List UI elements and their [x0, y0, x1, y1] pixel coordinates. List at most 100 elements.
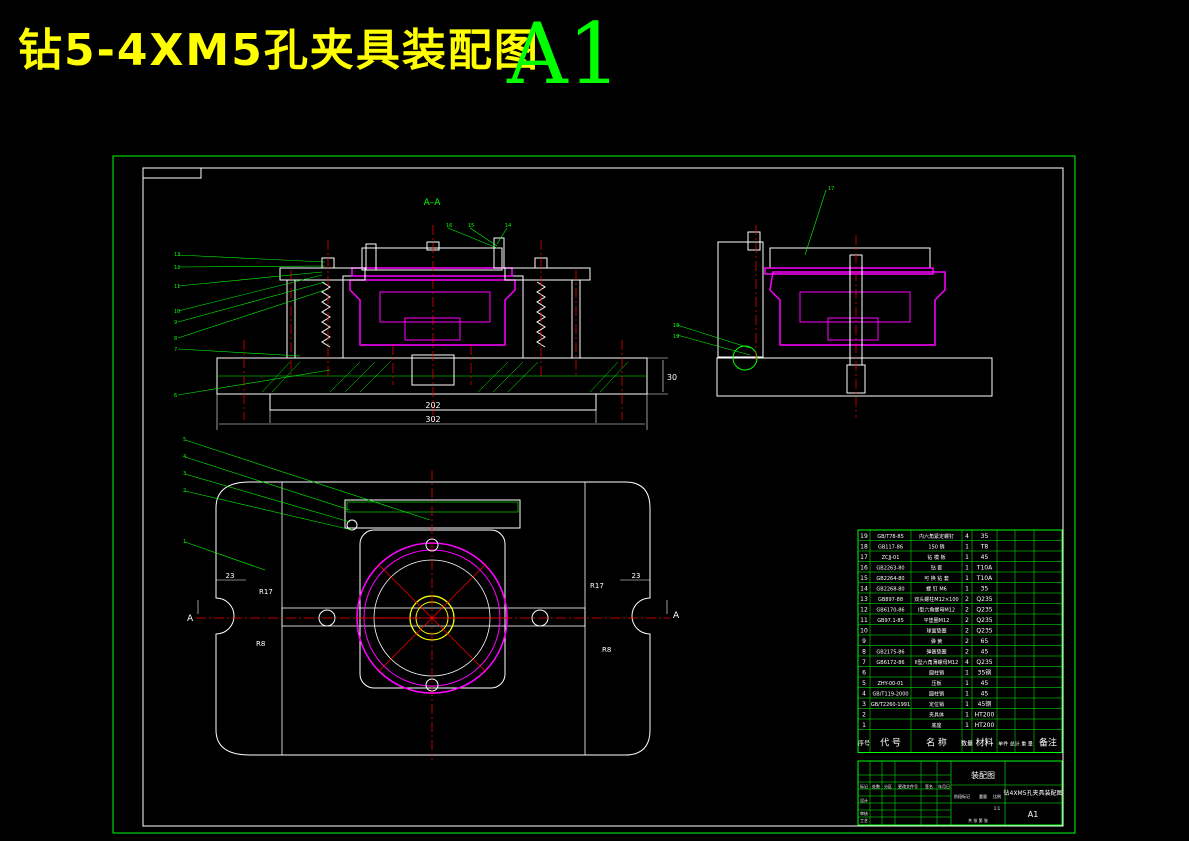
section-mark-left: A	[187, 614, 194, 624]
bom-cell-qty: 4	[965, 659, 969, 666]
bom-cell-qty: 1	[965, 722, 969, 729]
bom-cell-code: GB2264-80	[876, 576, 904, 582]
bom-cell-name: 螺 钉 M6	[926, 585, 947, 592]
bom-cell-qty: 1	[965, 711, 969, 718]
callout-1: 1	[183, 539, 186, 545]
title-row-label-4: 签名	[925, 783, 933, 789]
bom-cell-no: 13	[860, 596, 868, 603]
outer-frame	[112, 155, 1076, 834]
bom-cell-qty: 1	[965, 564, 969, 571]
stage-label-0: 阶段标记	[954, 793, 970, 799]
bom-cell-mat: T10A	[976, 564, 993, 571]
callout-3: 3	[183, 471, 186, 477]
bom-cell-no: 7	[862, 659, 866, 666]
bom-header-qty: 数量	[961, 740, 973, 748]
bom-cell-no: 18	[860, 543, 868, 550]
bom-cell-mat: 45	[981, 648, 989, 655]
title-row-label-5: 年月日	[938, 783, 950, 789]
plan-view: A A 23 23 R17 R17 R8 R8 5 4 3 2 1	[183, 437, 680, 760]
bom-cell-code: GB897-88	[878, 597, 903, 603]
bom-cell-mat: 45钢	[978, 700, 992, 708]
section-mark-right: A	[673, 611, 680, 621]
dim-23-left: 23	[226, 572, 235, 580]
bom-cell-qty: 1	[965, 575, 969, 582]
bom-cell-no: 1	[862, 722, 866, 729]
title-sheet-size: A1	[1028, 810, 1039, 819]
bom-cell-mat: Q235	[976, 606, 992, 613]
bom-cell-qty: 2	[965, 606, 969, 613]
bom-cell-code: ZHY-00-01	[878, 681, 904, 687]
bom-cell-mat: Q235	[976, 617, 992, 624]
bom-cell-code: GB/T2260-1991	[871, 702, 910, 708]
bom-cell-mat: 45	[981, 690, 989, 697]
dim-r17-left: R17	[259, 588, 273, 596]
bom-cell-no: 17	[860, 554, 868, 561]
title-row-label-0: 标记	[860, 783, 868, 789]
callout-5: 5	[183, 437, 186, 443]
dim-r17-right: R17	[590, 582, 604, 590]
callout-17: 17	[828, 186, 834, 192]
bom-cell-name: II型六角薄螺母M12	[915, 659, 959, 666]
bom-cell-no: 12	[860, 606, 868, 613]
bom-cell-name: 钻 套	[931, 564, 943, 571]
callout-2: 2	[183, 488, 186, 494]
section-label: A–A	[424, 198, 442, 208]
dim-23-right: 23	[632, 572, 641, 580]
bom-cell-no: 8	[862, 648, 866, 655]
bom-cell-code: GB6172-86	[876, 660, 904, 666]
callout-18: 18	[673, 323, 679, 329]
bom-cell-code: GB/T119-2000	[872, 691, 908, 697]
bom-cell-name: 球面垫圈	[926, 627, 946, 634]
callout-4: 4	[183, 454, 186, 460]
side-view: 17 18 19	[673, 186, 993, 418]
title-row-label-2: 分区	[884, 783, 892, 789]
title-role-0: 设计	[860, 797, 868, 803]
bom-cell-qty: 2	[965, 638, 969, 645]
stage-label-2: 比例	[993, 793, 1001, 799]
bom-header-note: 备注	[1039, 737, 1057, 749]
bom-cell-name: 底座	[931, 722, 941, 729]
bom-cell-no: 6	[862, 669, 866, 676]
bom-cell-code: GB6170-86	[876, 607, 904, 613]
bom-cell-name: I型六角螺母M12	[918, 606, 955, 613]
bom-cell-qty: 1	[965, 585, 969, 592]
bom-header-mat: 材料	[975, 737, 993, 749]
bom-cell-no: 10	[860, 627, 868, 634]
inner-frame	[142, 167, 1064, 827]
callout-8: 8	[174, 336, 177, 342]
bom-cell-code: GB2263-80	[876, 565, 904, 571]
bom-cell-code: ZCJJ-01	[882, 555, 900, 561]
callout-16: 16	[446, 223, 452, 229]
bom-cell-no: 19	[860, 533, 868, 540]
callout-6: 6	[174, 393, 177, 399]
front-view: 202 302 30 13 12 11 10 9 8 7 6 16 15 14	[174, 223, 677, 430]
bom-cell-qty: 1	[965, 690, 969, 697]
title-row-label-1: 处数	[872, 783, 880, 789]
dim-r8-right: R8	[602, 646, 611, 654]
bom-cell-name: 定位销	[929, 701, 944, 708]
bom-cell-code: GB/T78-85	[877, 534, 904, 540]
bom-cell-no: 14	[860, 585, 868, 592]
title-block: 标记 处数 分区 更改文件号 签名 年月日 设计 审核 工艺 装配图 钻4XM5…	[857, 760, 1063, 826]
bom-cell-no: 4	[862, 690, 866, 697]
bom-cell-name: 弹 簧	[931, 638, 943, 645]
bom-cell-qty: 2	[965, 627, 969, 634]
code-box	[142, 167, 202, 179]
bom-cell-no: 3	[862, 701, 866, 708]
dim-30: 30	[667, 373, 677, 382]
bom-cell-name: 可 换 钻 套	[924, 575, 949, 582]
bom-header-no: 序号	[858, 740, 870, 748]
bom-cell-qty: 1	[965, 680, 969, 687]
bom-cell-mat: 65	[981, 638, 989, 645]
callout-19: 19	[673, 334, 679, 340]
title-role-2: 工艺	[860, 818, 868, 823]
bom-cell-qty: 4	[965, 533, 969, 540]
bom-cell-name: 弹簧垫圈	[926, 648, 946, 655]
bom-cell-no: 16	[860, 564, 868, 571]
bom-cell-code: GB2268-80	[876, 586, 904, 592]
bom-cell-no: 15	[860, 575, 868, 582]
bom-cell-qty: 2	[965, 648, 969, 655]
bom-cell-mat: Q235	[976, 659, 992, 666]
bom-cell-mat: Q235	[976, 627, 992, 634]
part-name: 钻4XM5孔夹具装配图	[1004, 789, 1063, 797]
